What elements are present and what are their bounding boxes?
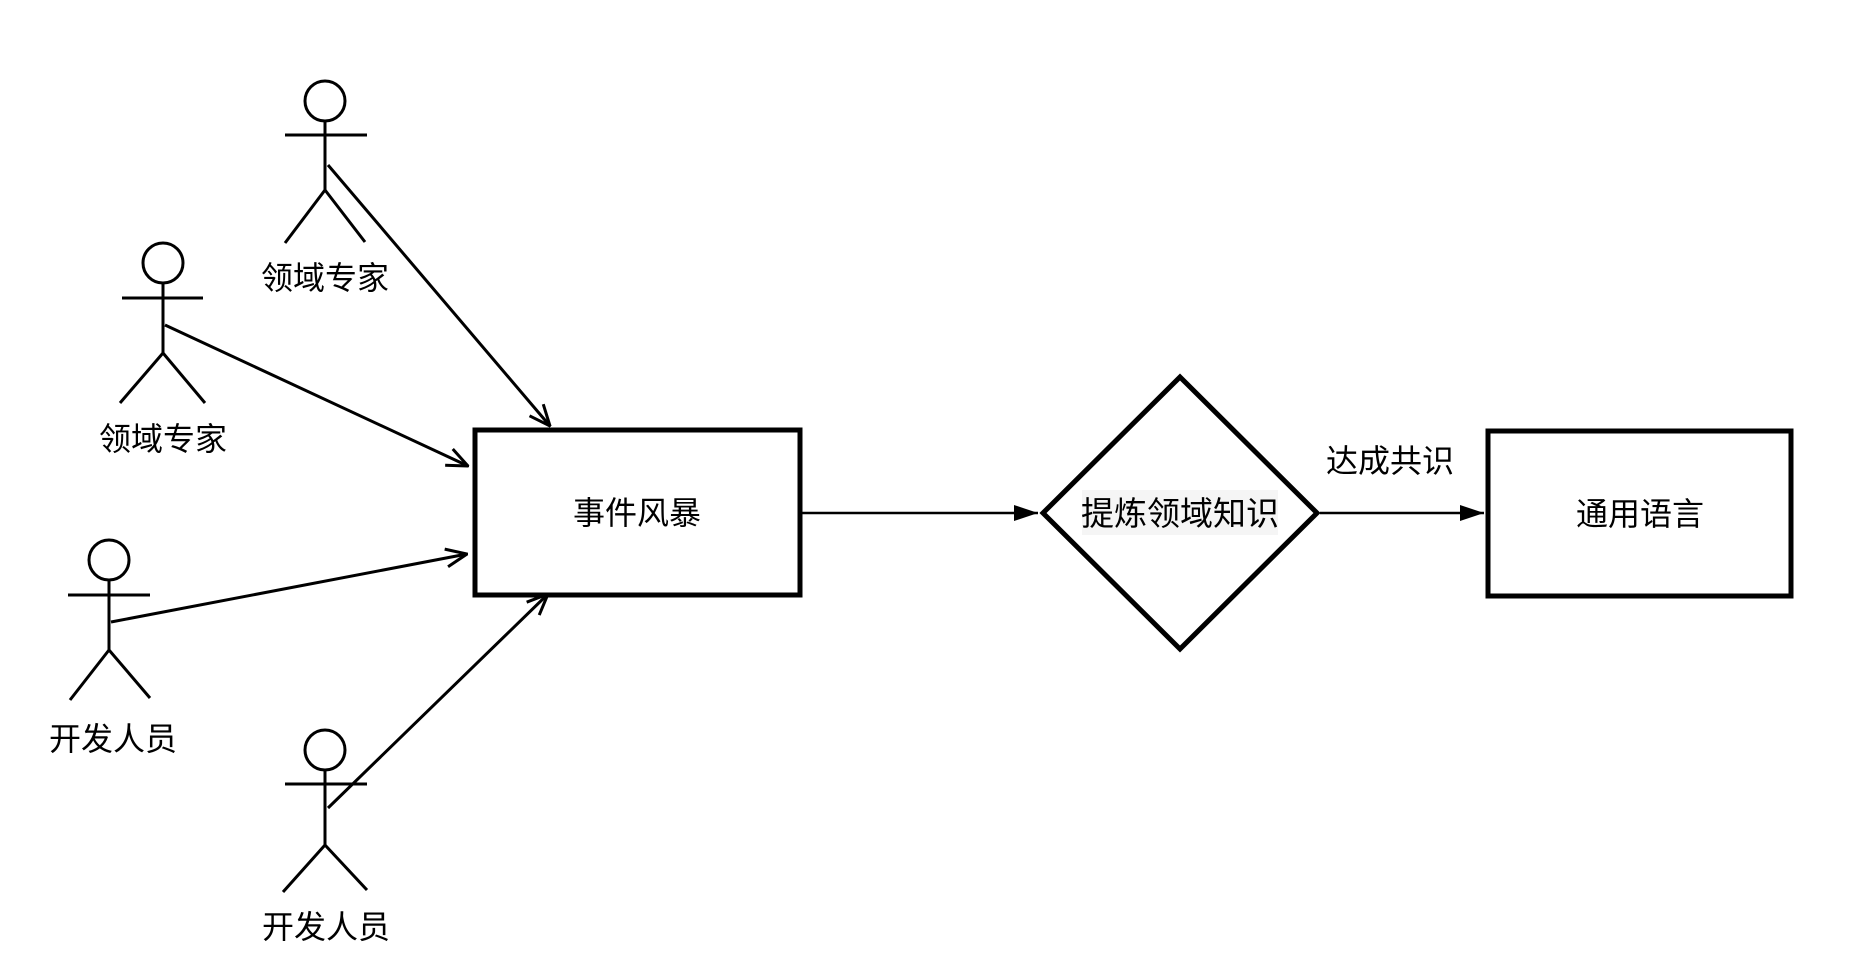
diamond-label-background [1082, 490, 1278, 535]
arrow-developer-1-to-event-storming [110, 554, 467, 624]
arrow-domain-expert-1-to-event-storming [326, 164, 550, 426]
stick-figure-icon [283, 79, 367, 244]
ubiquitous-language-box [1485, 428, 1794, 599]
node-label: 提炼领域知识 [1081, 495, 1279, 532]
actor-label: 开发人员 [262, 909, 390, 945]
node-label: 事件风暴 [573, 495, 701, 531]
node-label: 通用语言 [1576, 496, 1704, 532]
node-refine-domain-knowledge: 提炼领域知识 [1039, 373, 1321, 653]
arrow-domain-expert-2-to-event-storming [164, 323, 468, 466]
arrow-developer-2-to-event-storming [326, 594, 548, 810]
actor-label: 领域专家 [261, 260, 389, 296]
stick-figure-icon [118, 241, 207, 404]
actor-domain-expert-1: 领域专家 [261, 79, 389, 296]
edge-label-consensus: 达成共识 [1326, 443, 1454, 479]
stick-figure-icon [68, 538, 152, 701]
actor-label: 领域专家 [99, 421, 227, 457]
actor-domain-expert-2: 领域专家 [99, 241, 227, 457]
event-storming-box [472, 427, 803, 598]
actor-developer-1: 开发人员 [49, 538, 177, 757]
node-event-storming: 事件风暴 [472, 427, 803, 598]
node-ubiquitous-language: 通用语言 [1485, 428, 1794, 599]
actor-label: 开发人员 [49, 721, 177, 757]
